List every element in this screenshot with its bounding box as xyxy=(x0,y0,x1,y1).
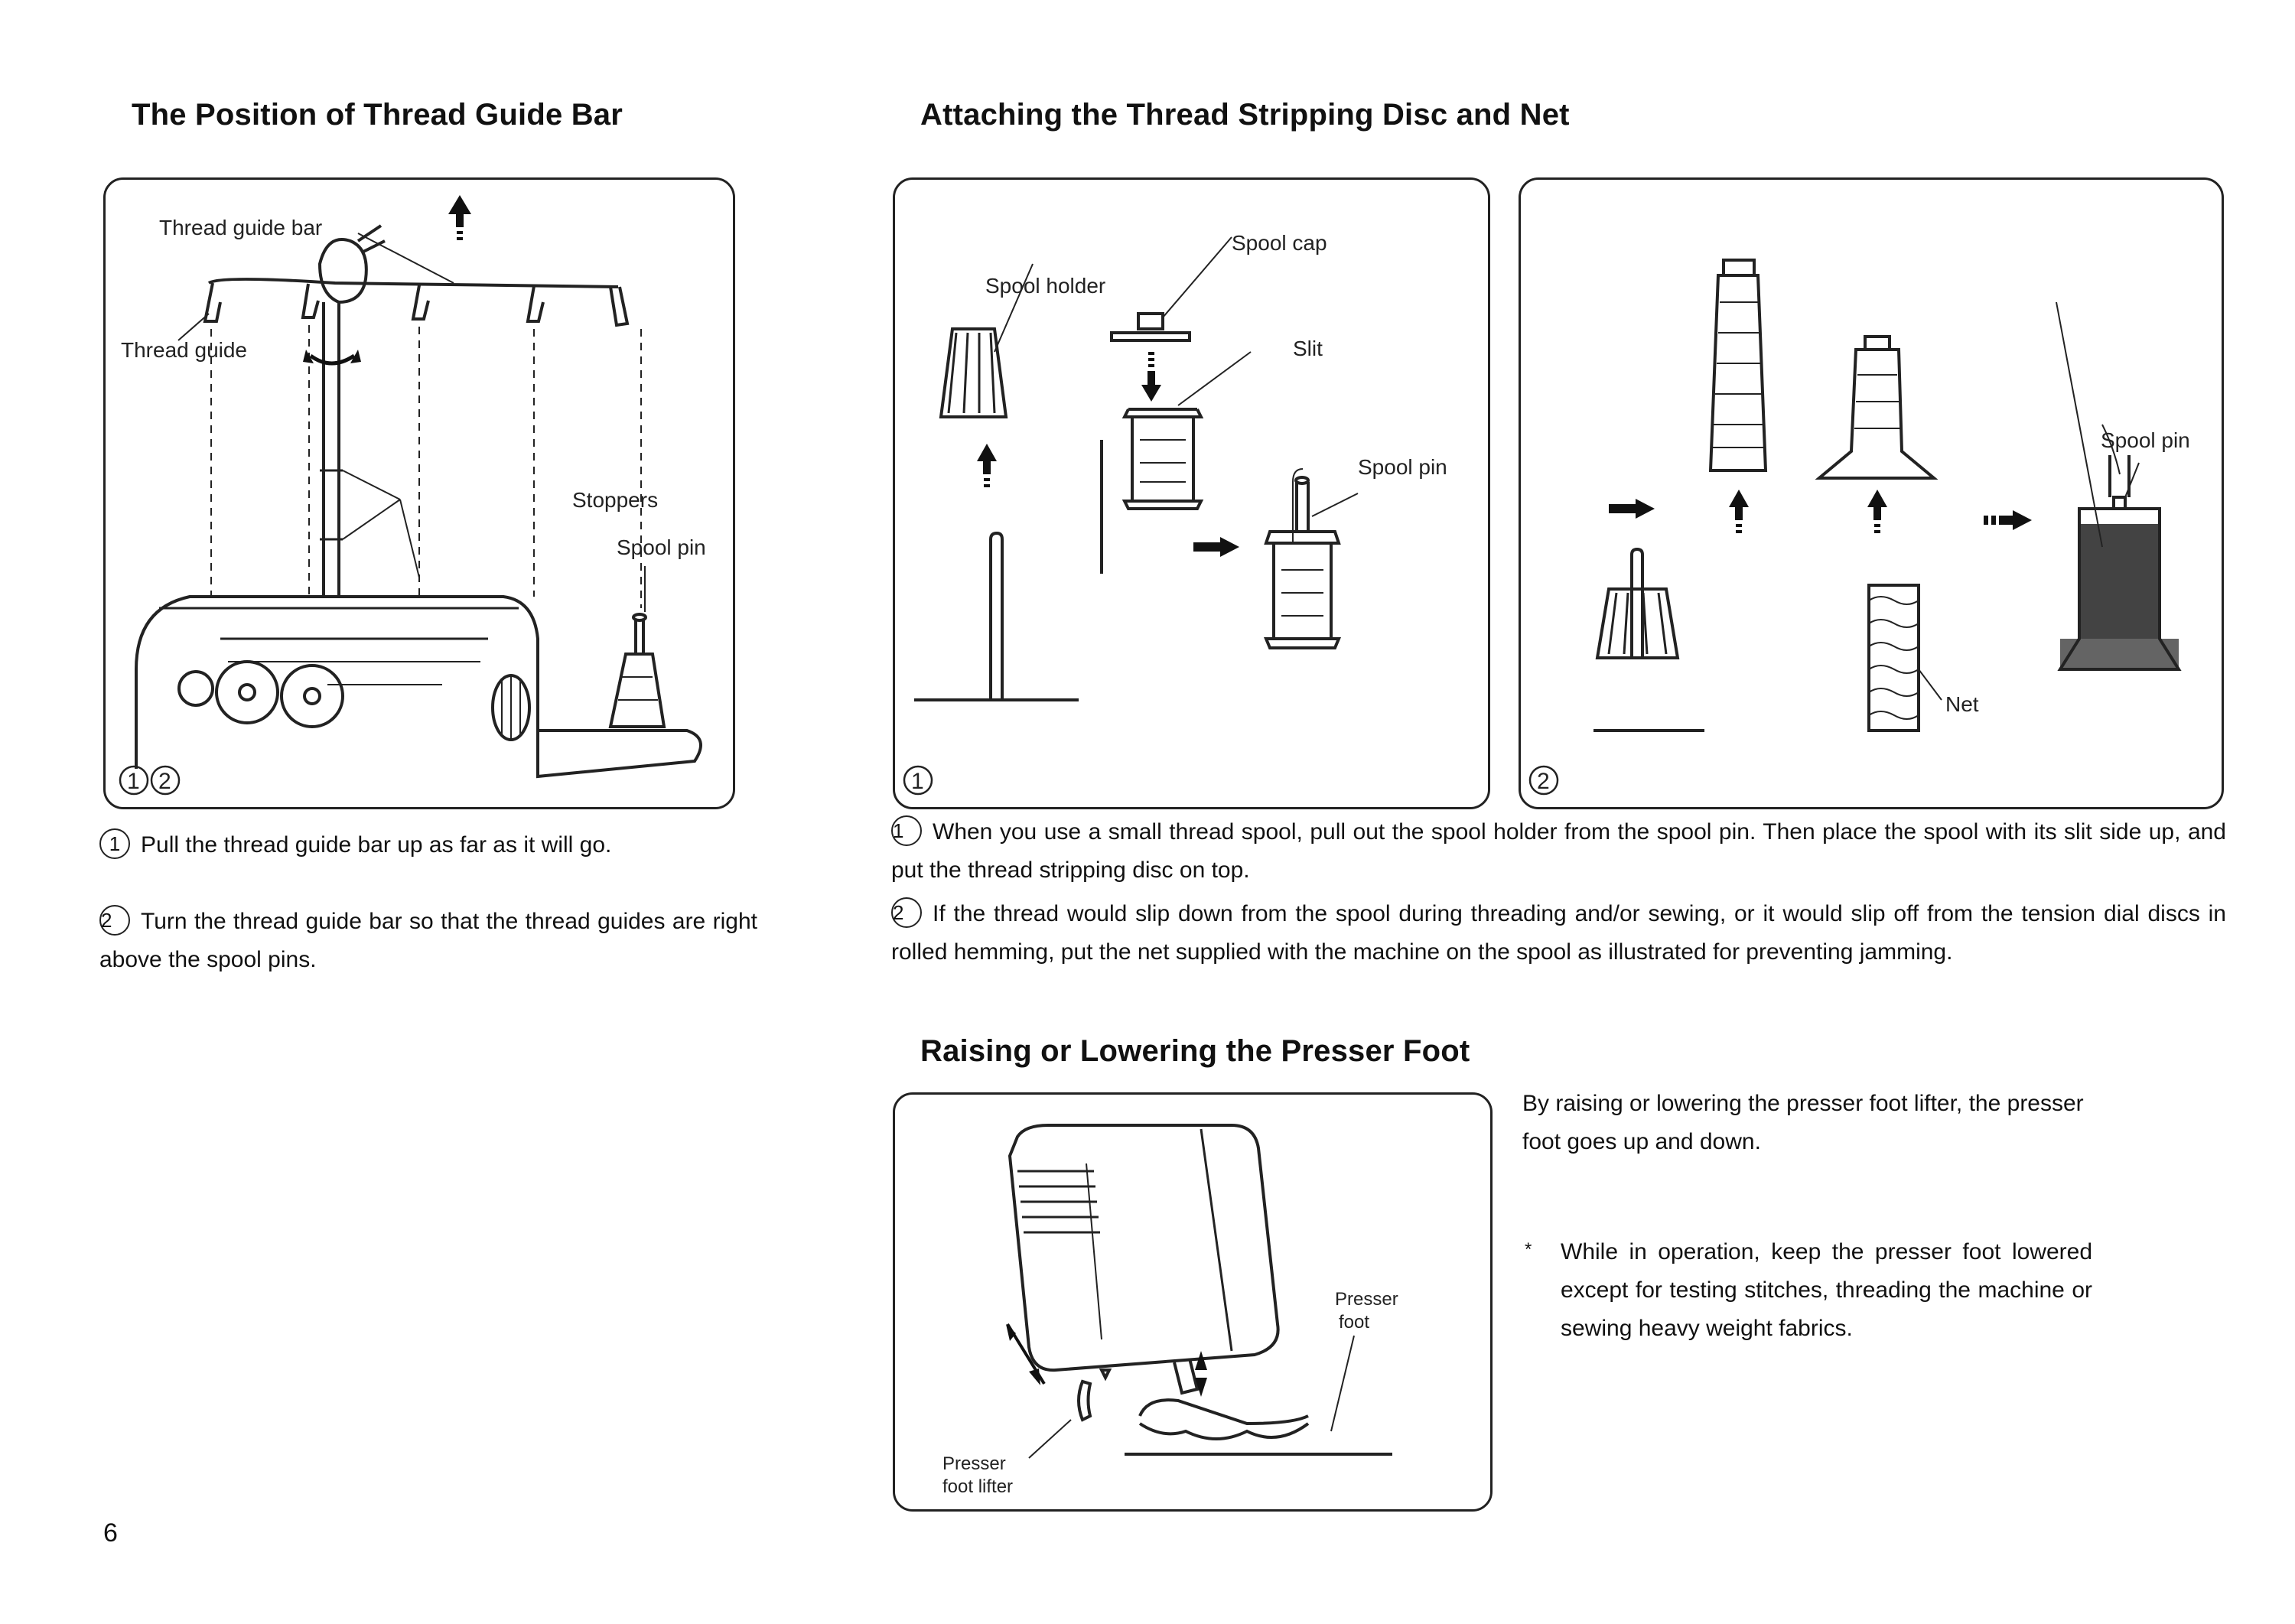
label-spool-cap: Spool cap xyxy=(1232,231,1327,255)
label-lifter-l2: foot lifter xyxy=(942,1476,1013,1497)
label-stoppers: Stoppers xyxy=(572,488,658,512)
label-thread-guide-bar: Thread guide bar xyxy=(159,216,322,239)
step-number: 2 xyxy=(891,897,922,928)
figure-spool-holder: Spool cap Spool holder Slit Spool pin 1 xyxy=(893,177,1490,809)
step-text: Pull the thread guide bar up as far as i… xyxy=(141,832,612,858)
label-spool-pin-fig1: Spool pin xyxy=(1358,455,1447,479)
label-spool-pin-left: Spool pin xyxy=(617,535,706,559)
label-presser-foot-l1: Presser xyxy=(1335,1289,1398,1310)
presser-foot-illustration: Presser foot Presser foot lifter xyxy=(942,1124,1398,1497)
label-spool-pin-fig2: Spool pin xyxy=(2101,428,2190,452)
net-illustration: Spool pin Net 2 xyxy=(1528,259,2190,796)
section-title-thread-stripping: Attaching the Thread Stripping Disc and … xyxy=(920,98,1570,132)
note-marker: * xyxy=(1525,1239,1532,1260)
label-thread-guide: Thread guide xyxy=(121,338,247,362)
spool-holder-illustration: Spool cap Spool holder Slit Spool pin 1 xyxy=(903,231,1447,796)
figure-thread-guide-bar: Thread guide bar Thread guide Stoppers S… xyxy=(103,177,735,809)
thread-guide-bar-illustration: Thread guide bar Thread guide Stoppers S… xyxy=(119,195,706,796)
figure-net: Spool pin Net 2 xyxy=(1519,177,2224,809)
step-number: 1 xyxy=(891,815,922,846)
badge-step-2: 2 xyxy=(158,769,171,794)
step-text: Turn the thread guide bar so that the th… xyxy=(99,909,757,972)
page-number: 6 xyxy=(103,1518,118,1548)
figure-presser-foot: Presser foot Presser foot lifter xyxy=(893,1092,1493,1512)
section-title-presser-foot: Raising or Lowering the Presser Foot xyxy=(920,1034,1470,1068)
label-slit: Slit xyxy=(1293,337,1323,360)
label-net: Net xyxy=(1945,692,1979,716)
badge-step-1: 1 xyxy=(127,769,140,794)
label-spool-holder: Spool holder xyxy=(985,274,1105,298)
presser-note: While in operation, keep the presser foo… xyxy=(1561,1239,2092,1341)
left-step-1: 1 Pull the thread guide bar up as far as … xyxy=(99,826,757,864)
label-lifter-l1: Presser xyxy=(942,1453,1006,1474)
step-number: 1 xyxy=(99,828,130,859)
label-presser-foot-l2: foot xyxy=(1339,1312,1369,1333)
presser-intro: By raising or lowering the presser foot … xyxy=(1522,1091,2084,1154)
badge-fig1: 1 xyxy=(911,769,924,794)
step-text: If the thread would slip down from the s… xyxy=(891,901,2226,965)
section-title-thread-guide-bar: The Position of Thread Guide Bar xyxy=(132,98,623,132)
badge-fig2: 2 xyxy=(1537,769,1550,794)
step-text: When you use a small thread spool, pull … xyxy=(891,819,2226,883)
step-number: 2 xyxy=(99,905,130,936)
